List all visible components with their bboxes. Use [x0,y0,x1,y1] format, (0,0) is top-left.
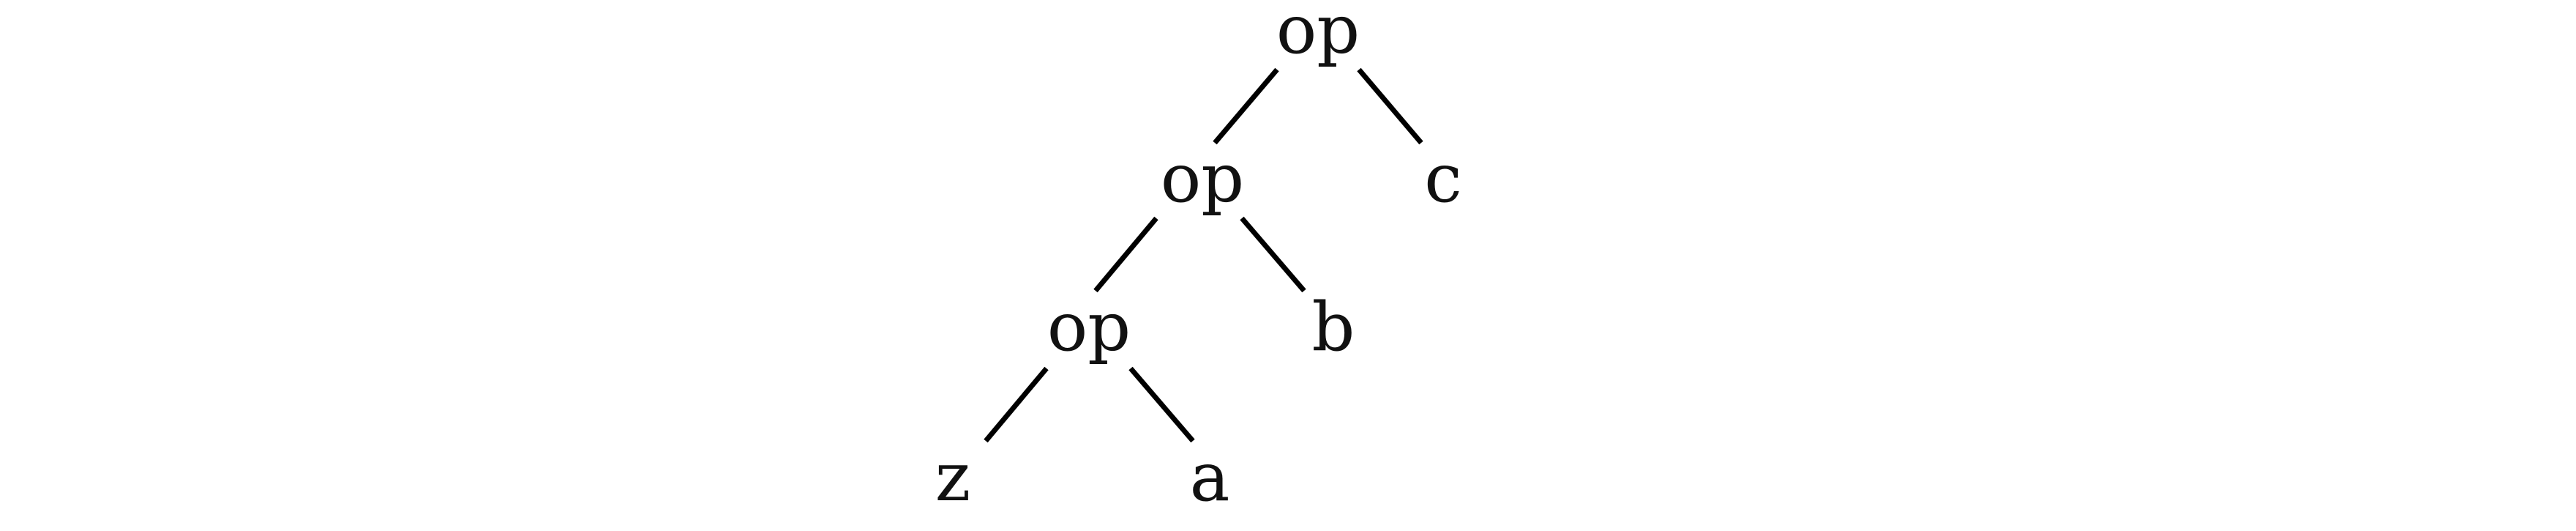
node-c: c [1424,139,1462,218]
node-b: b [1312,288,1355,366]
node-z: z [935,438,970,516]
node-op-level2: op [1161,139,1244,218]
edge-root-to-op-left [1213,67,1279,145]
node-root-op: op [1276,0,1360,69]
edge-op-to-b [1240,216,1306,293]
node-op-level3: op [1047,288,1131,366]
edge-op-to-op-left [1093,216,1158,293]
edge-root-to-c [1357,67,1423,145]
node-a: a [1190,438,1230,516]
edge-op-to-a [1128,366,1195,443]
edge-op-to-z [984,366,1049,443]
